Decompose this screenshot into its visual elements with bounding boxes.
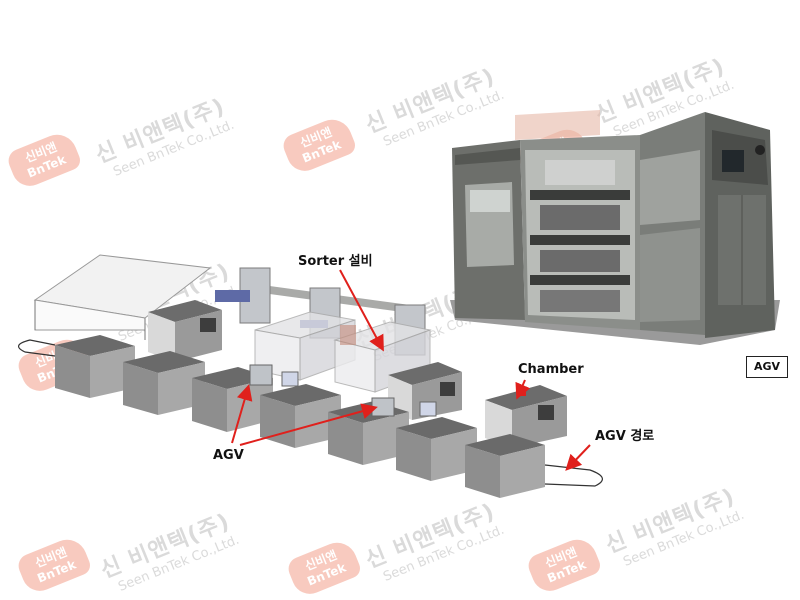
sorter-label: Sorter 설비 [298, 254, 373, 269]
annotation-arrows [231, 269, 591, 471]
sorter-equipment-render [33, 254, 432, 393]
chamber-label: Chamber [518, 362, 584, 377]
agv-path-render [18, 339, 603, 487]
chamber-arrow [515, 379, 531, 400]
agv-arrow-1 [231, 384, 253, 444]
agv-path-label: AGV 경로 [595, 429, 655, 444]
sorter-arrow [339, 269, 384, 352]
agv-path-arrow [565, 444, 591, 471]
agv-arrow-2 [239, 403, 378, 446]
agv-caption-box: AGV [746, 356, 788, 378]
agv-label: AGV [213, 448, 244, 463]
agv-machine-render [450, 110, 780, 345]
